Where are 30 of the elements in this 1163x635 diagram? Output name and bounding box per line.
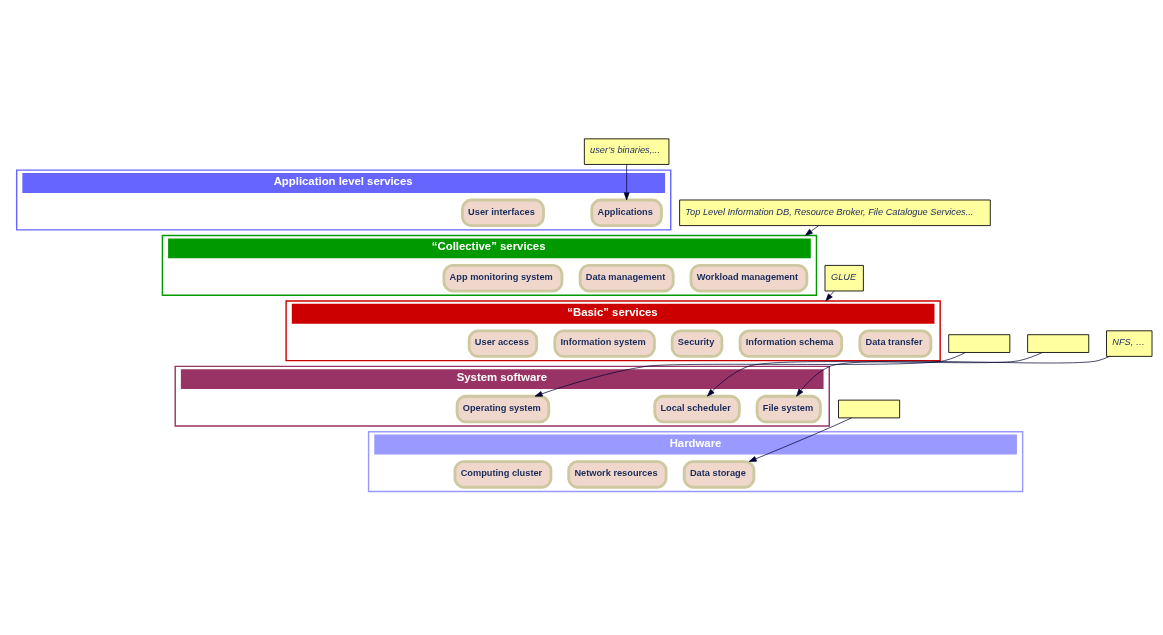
node-box: Data storage xyxy=(682,459,756,489)
node-box: User interfaces xyxy=(461,198,545,227)
node-box: GLUE xyxy=(824,264,864,291)
node-box xyxy=(838,399,901,418)
node-box xyxy=(948,333,1011,353)
node-box: Workload management xyxy=(689,263,809,292)
node-box: Operating system xyxy=(455,394,551,423)
node-box: Local scheduler xyxy=(653,394,741,423)
node-box: user’s binaries,... xyxy=(583,137,670,165)
node-box: Applications xyxy=(590,198,663,227)
node-box: Information schema xyxy=(738,328,844,358)
node-box: App monitoring system xyxy=(442,263,564,292)
node-box: Data management xyxy=(578,263,675,292)
node-box: Data transfer xyxy=(858,328,933,358)
node-box: NFS, … xyxy=(1106,329,1153,357)
node-box: User access xyxy=(467,328,539,358)
arrow xyxy=(804,224,819,236)
node-box: Computing cluster xyxy=(453,459,553,489)
node-box: Information system xyxy=(553,328,656,358)
node-box: Security xyxy=(670,328,724,358)
node-box xyxy=(1027,333,1090,353)
arrow xyxy=(707,351,1043,396)
arrow xyxy=(825,290,835,301)
arrow xyxy=(623,163,630,200)
arrow xyxy=(796,355,1110,397)
node-box: File system xyxy=(755,394,822,423)
arrow xyxy=(748,417,852,462)
node-box: Top Level Information DB, Resource Broker, File Catalogue Services... xyxy=(679,199,991,226)
arrow xyxy=(534,351,966,397)
node-box: Network resources xyxy=(567,459,668,489)
